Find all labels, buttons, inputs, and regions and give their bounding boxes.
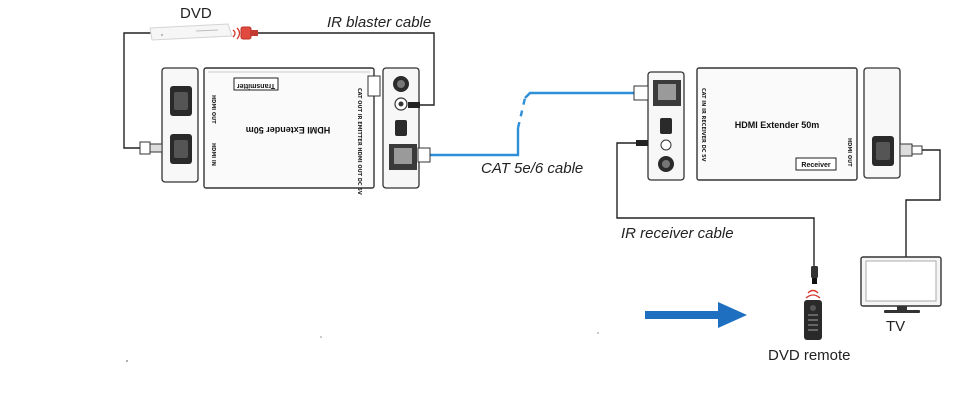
dvd-player-icon (149, 23, 233, 41)
transmitter-side-panel (161, 67, 199, 183)
right-arrow-icon (645, 302, 747, 328)
transmitter-hdmi-in-label: HDMI IN (210, 143, 216, 166)
transmitter-hdmi-out-label: HDMI OUT (210, 95, 216, 124)
rj45-plug-icon (417, 147, 431, 163)
remote-control-icon (804, 289, 822, 340)
ir-receiver-cable (616, 142, 815, 268)
stray-dot (126, 360, 128, 362)
tv-label: TV (886, 318, 905, 335)
tv-icon (860, 256, 942, 313)
transmitter-badge: Transmitter (237, 82, 275, 89)
dvd-label: DVD (180, 5, 212, 22)
receiver-product-label: HDMI Extender 50m (735, 120, 820, 130)
dvd-hdmi-cable (123, 32, 153, 149)
ir-jack-plug-icon (408, 102, 420, 108)
receiver-badge: Receiver (801, 162, 830, 169)
stray-dot (320, 336, 322, 338)
transmitter-side-port-labels: CAT OUT IR EMITTER HDMI OUT DC 5V (356, 88, 362, 195)
cat-cable-label: CAT 5e/6 cable (481, 160, 583, 177)
transmitter-product-label: HDMI Extender 50m (246, 125, 331, 135)
ir-emitter-icon (232, 26, 258, 40)
transmitter-body: Transmitter HDMI Extender 50m HDMI OUT H… (203, 67, 375, 195)
tv-hdmi-cable (905, 149, 941, 257)
transmitter-port-face (367, 67, 420, 189)
receiver-hdmi-out-label: HDMI OUT (846, 138, 852, 167)
cat-cable-dashed (516, 97, 527, 129)
cat-cable-left (428, 128, 520, 157)
receiver-side-port-labels: CAT IN IR RECEIVER DC 5V (700, 88, 706, 162)
stray-dot (597, 332, 599, 334)
hdmi-plug-icon (899, 143, 923, 157)
cat-cable-right (524, 91, 640, 99)
ir-blaster-cable (258, 32, 435, 106)
ir-receiver-label: IR receiver cable (621, 225, 734, 242)
rj45-plug-icon (633, 85, 649, 101)
hdmi-plug-icon (139, 141, 163, 155)
ir-blaster-label: IR blaster cable (327, 14, 431, 31)
receiver-side-panel (863, 67, 901, 179)
ir-receiver-probe-icon (811, 266, 818, 284)
ir-jack-plug-icon (636, 140, 648, 146)
receiver-body: HDMI Extender 50m Receiver HDMI OUT CAT … (696, 67, 858, 181)
receiver-port-face (647, 71, 685, 181)
dvd-remote-label: DVD remote (768, 347, 851, 364)
